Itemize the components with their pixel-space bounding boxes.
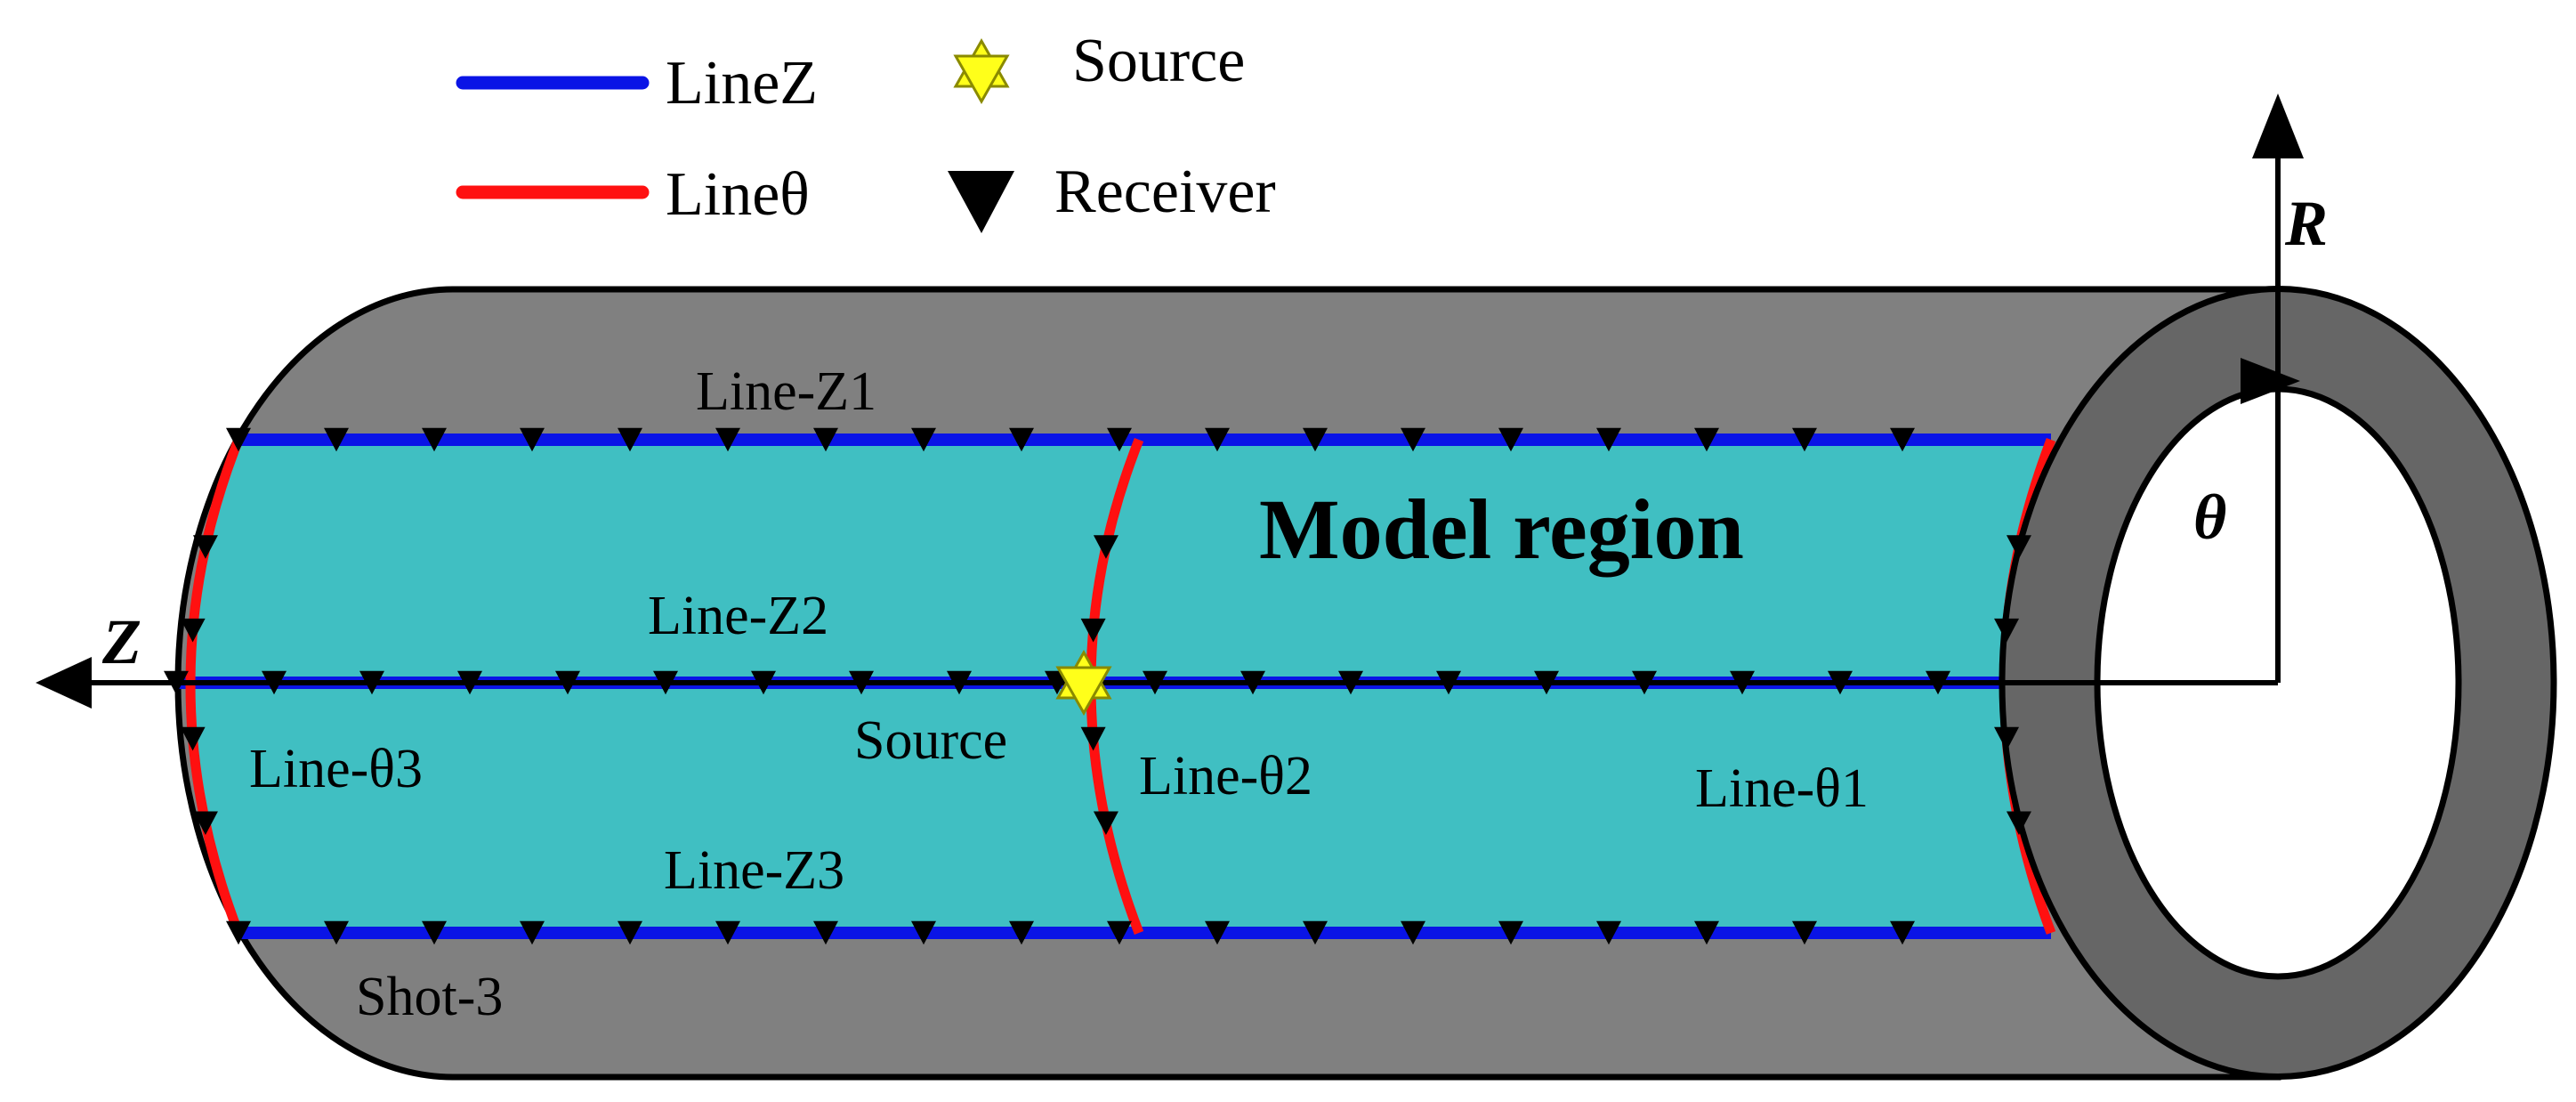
- receiver-marker: [1080, 726, 1106, 751]
- receiver-marker: [715, 427, 740, 452]
- receiver-marker: [1009, 920, 1034, 945]
- receiver-marker: [1303, 920, 1328, 945]
- receiver-marker: [422, 920, 447, 945]
- receiver-marker: [180, 726, 206, 751]
- receiver-marker: [1730, 670, 1755, 695]
- receiver-marker: [911, 427, 936, 452]
- legend-source-star: [953, 37, 1010, 105]
- receiver-marker: [192, 811, 218, 836]
- legend-linez-label: LineZ: [666, 49, 818, 117]
- receiver-marker: [1107, 920, 1132, 945]
- receiver-marker: [1093, 535, 1118, 559]
- receiver-marker: [1093, 811, 1118, 836]
- receiver-marker: [1143, 670, 1167, 695]
- r-axis-label: R: [2284, 188, 2328, 259]
- theta-axis-label: θ: [2193, 482, 2226, 553]
- z-axis-arrowhead: [36, 657, 92, 709]
- receiver-marker: [813, 920, 838, 945]
- line-z2-label: Line-Z2: [648, 586, 828, 646]
- receiver-marker: [1828, 670, 1853, 695]
- receiver-marker: [226, 920, 251, 945]
- receiver-marker: [1240, 670, 1265, 695]
- receiver-marker: [1338, 670, 1363, 695]
- receiver-marker: [520, 427, 545, 452]
- receiver-marker: [1596, 920, 1621, 945]
- receiver-marker: [1534, 670, 1559, 695]
- line-theta3-label: Line-θ3: [249, 739, 423, 799]
- receiver-marker: [1205, 427, 1230, 452]
- receiver-marker: [1401, 427, 1425, 452]
- receiver-marker: [1694, 920, 1719, 945]
- model-region-label: Model region: [1259, 482, 1744, 577]
- receiver-marker: [555, 670, 580, 695]
- source-star-marker: [1055, 649, 1112, 717]
- receiver-marker: [911, 920, 936, 945]
- receiver-marker: [180, 618, 206, 643]
- receiver-marker: [2006, 535, 2031, 559]
- receiver-marker: [1596, 427, 1621, 452]
- r-axis-arrowhead: [2252, 93, 2304, 158]
- legend-linetheta-label: Lineθ: [666, 160, 810, 229]
- receiver-marker: [1632, 670, 1657, 695]
- receiver-markers: [164, 427, 2031, 945]
- receiver-marker: [324, 427, 349, 452]
- receiver-marker: [618, 427, 642, 452]
- shot-label: Shot-3: [356, 967, 503, 1027]
- receiver-marker: [2006, 811, 2031, 836]
- receiver-marker: [947, 670, 972, 695]
- receiver-marker: [751, 670, 776, 695]
- receiver-marker: [1107, 427, 1132, 452]
- receiver-marker: [1994, 726, 2020, 751]
- receiver-marker: [1792, 920, 1817, 945]
- line-z3-label: Line-Z3: [664, 840, 844, 901]
- receiver-marker: [520, 920, 545, 945]
- receiver-marker: [262, 670, 287, 695]
- receiver-marker: [359, 670, 384, 695]
- legend-receiver-marker: [948, 171, 1014, 233]
- receiver-marker: [1890, 427, 1915, 452]
- receiver-marker: [813, 427, 838, 452]
- receiver-marker: [457, 670, 482, 695]
- receiver-marker: [1890, 920, 1915, 945]
- receiver-marker: [715, 920, 740, 945]
- receiver-marker: [324, 920, 349, 945]
- receiver-marker: [1080, 618, 1106, 643]
- receiver-marker: [192, 535, 218, 559]
- legend-receiver-label: Receiver: [1054, 158, 1276, 226]
- receiver-marker: [653, 670, 678, 695]
- z-axis-label: Z: [101, 606, 141, 677]
- theta-arrowhead: [2241, 358, 2300, 404]
- receiver-marker: [422, 427, 447, 452]
- receiver-marker: [1694, 427, 1719, 452]
- receiver-marker: [849, 670, 874, 695]
- receiver-marker: [1436, 670, 1461, 695]
- line-z1-label: Line-Z1: [696, 361, 876, 422]
- receiver-marker: [1303, 427, 1328, 452]
- source-label: Source: [854, 710, 1007, 771]
- receiver-marker: [1792, 427, 1817, 452]
- receiver-marker: [618, 920, 642, 945]
- legend-source-label: Source: [1072, 27, 1245, 95]
- receiver-marker: [164, 670, 189, 695]
- receiver-marker: [1926, 670, 1950, 695]
- line-theta2-label: Line-θ2: [1139, 746, 1312, 806]
- receiver-marker: [1009, 427, 1034, 452]
- receiver-marker: [1401, 920, 1425, 945]
- receiver-marker: [1205, 920, 1230, 945]
- receiver-marker: [226, 427, 251, 452]
- receiver-marker: [1498, 920, 1523, 945]
- receiver-marker: [1994, 618, 2020, 643]
- line-theta1-label: Line-θ1: [1695, 758, 1869, 819]
- receiver-marker: [1498, 427, 1523, 452]
